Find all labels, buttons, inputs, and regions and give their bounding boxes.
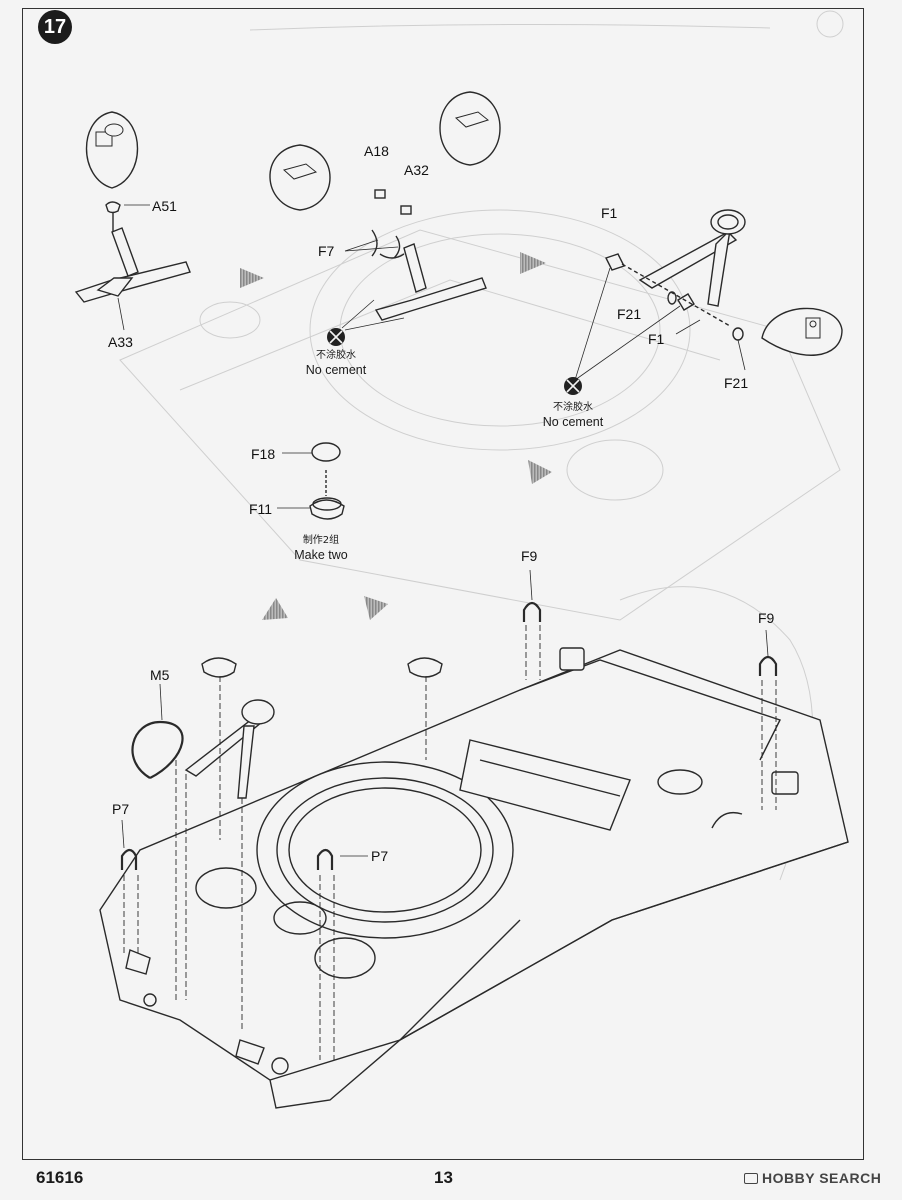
label-a32: A32 — [404, 162, 429, 178]
callout-bubble-icon — [761, 307, 843, 356]
step-badge: 17 — [38, 10, 72, 44]
watermark-logo-icon — [744, 1172, 758, 1184]
label-f11: F11 — [249, 501, 273, 517]
label-f1-top: F1 — [601, 205, 618, 221]
label-f1-mid: F1 — [648, 331, 665, 347]
label-f21-bottom: F21 — [724, 375, 749, 391]
note-make-two: 制作2组 Make two — [288, 533, 354, 563]
part-m5-cable — [131, 720, 184, 779]
label-a51: A51 — [152, 198, 177, 214]
note-en: Make two — [294, 548, 348, 562]
callout-bubble-icon — [439, 91, 501, 166]
part-p7-handle — [120, 848, 334, 870]
note-no-cement: 不涂胶水 No cement — [300, 348, 372, 378]
watermark-text: HOBBY SEARCH — [762, 1170, 882, 1186]
label-f21-mid: F21 — [617, 306, 642, 322]
note-cn: 制作2组 — [302, 535, 340, 546]
kit-number: 61616 — [36, 1168, 84, 1187]
label-a33: A33 — [108, 334, 133, 350]
arrow-down-icon — [262, 598, 288, 620]
part-a33-frame-with-f7 — [371, 189, 487, 321]
callout-bubble-icon — [85, 111, 139, 189]
note-en: No cement — [305, 363, 367, 377]
page-number: 13 — [434, 1168, 453, 1187]
tank-hull — [99, 647, 849, 1109]
arrow-down-icon — [528, 460, 552, 484]
part-f9-handle — [522, 601, 778, 676]
note-cn: 不涂胶水 — [553, 402, 593, 413]
note-cn: 不涂胶水 — [316, 350, 356, 361]
part-a33-frame — [74, 201, 191, 303]
part-f1-bracket-installed — [184, 657, 443, 799]
label-p7-left: P7 — [112, 801, 130, 817]
callout-bubble-icon — [269, 144, 331, 211]
arrow-right-icon — [240, 268, 264, 288]
no-cement-icon — [327, 328, 345, 346]
label-f9-left: F9 — [521, 548, 538, 564]
part-f1-bracket — [605, 209, 746, 341]
part-f18-f11-hatch — [309, 442, 345, 520]
arrow-right-icon — [520, 252, 546, 274]
note-no-cement: 不涂胶水 No cement — [537, 400, 609, 430]
arrow-down-icon — [364, 596, 388, 620]
no-cement-icon — [564, 377, 582, 395]
label-a18: A18 — [364, 143, 389, 159]
placement-guides — [123, 625, 777, 1060]
label-f18: F18 — [251, 446, 276, 462]
label-m5: M5 — [150, 667, 170, 683]
label-f7: F7 — [318, 243, 335, 259]
page-frame — [22, 8, 864, 1160]
label-p7-right: P7 — [371, 848, 389, 864]
note-en: No cement — [542, 415, 604, 429]
label-f9-right: F9 — [758, 610, 775, 626]
step-number: 17 — [43, 15, 67, 38]
watermark: HOBBY SEARCH — [744, 1170, 881, 1186]
